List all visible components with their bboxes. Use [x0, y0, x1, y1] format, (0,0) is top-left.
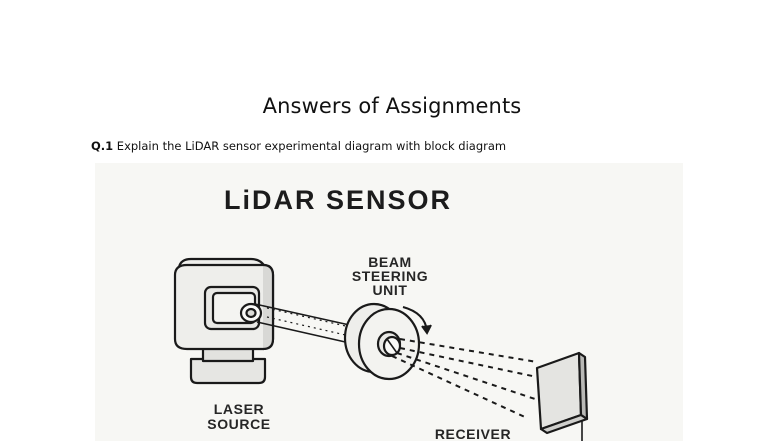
- question-line: Q.1 Explain the LiDAR sensor experimenta…: [91, 139, 506, 153]
- lidar-diagram-svg: LiDAR SENSOR: [173, 185, 589, 441]
- question-number: Q.1: [91, 139, 114, 153]
- label-laser: LASER: [214, 401, 264, 417]
- label-receiver: RECEIVER: [435, 426, 511, 441]
- scan-beams: [391, 338, 538, 419]
- question-text: Explain the LiDAR sensor experimental di…: [113, 139, 507, 153]
- label-source: SOURCE: [207, 416, 271, 432]
- label-steering: STEERING: [352, 268, 428, 284]
- label-unit: UNIT: [372, 282, 407, 298]
- laser-source-device: [173, 257, 275, 385]
- diagram-title: LiDAR SENSOR: [224, 185, 452, 215]
- beam-steering-unit: [343, 302, 421, 381]
- rotation-arrow-icon: [402, 306, 432, 335]
- label-beam: BEAM: [368, 254, 412, 270]
- page-title: Answers of Assignments: [262, 94, 522, 118]
- lidar-diagram-figure: LiDAR SENSOR: [95, 163, 683, 441]
- receiver-device: [535, 351, 589, 441]
